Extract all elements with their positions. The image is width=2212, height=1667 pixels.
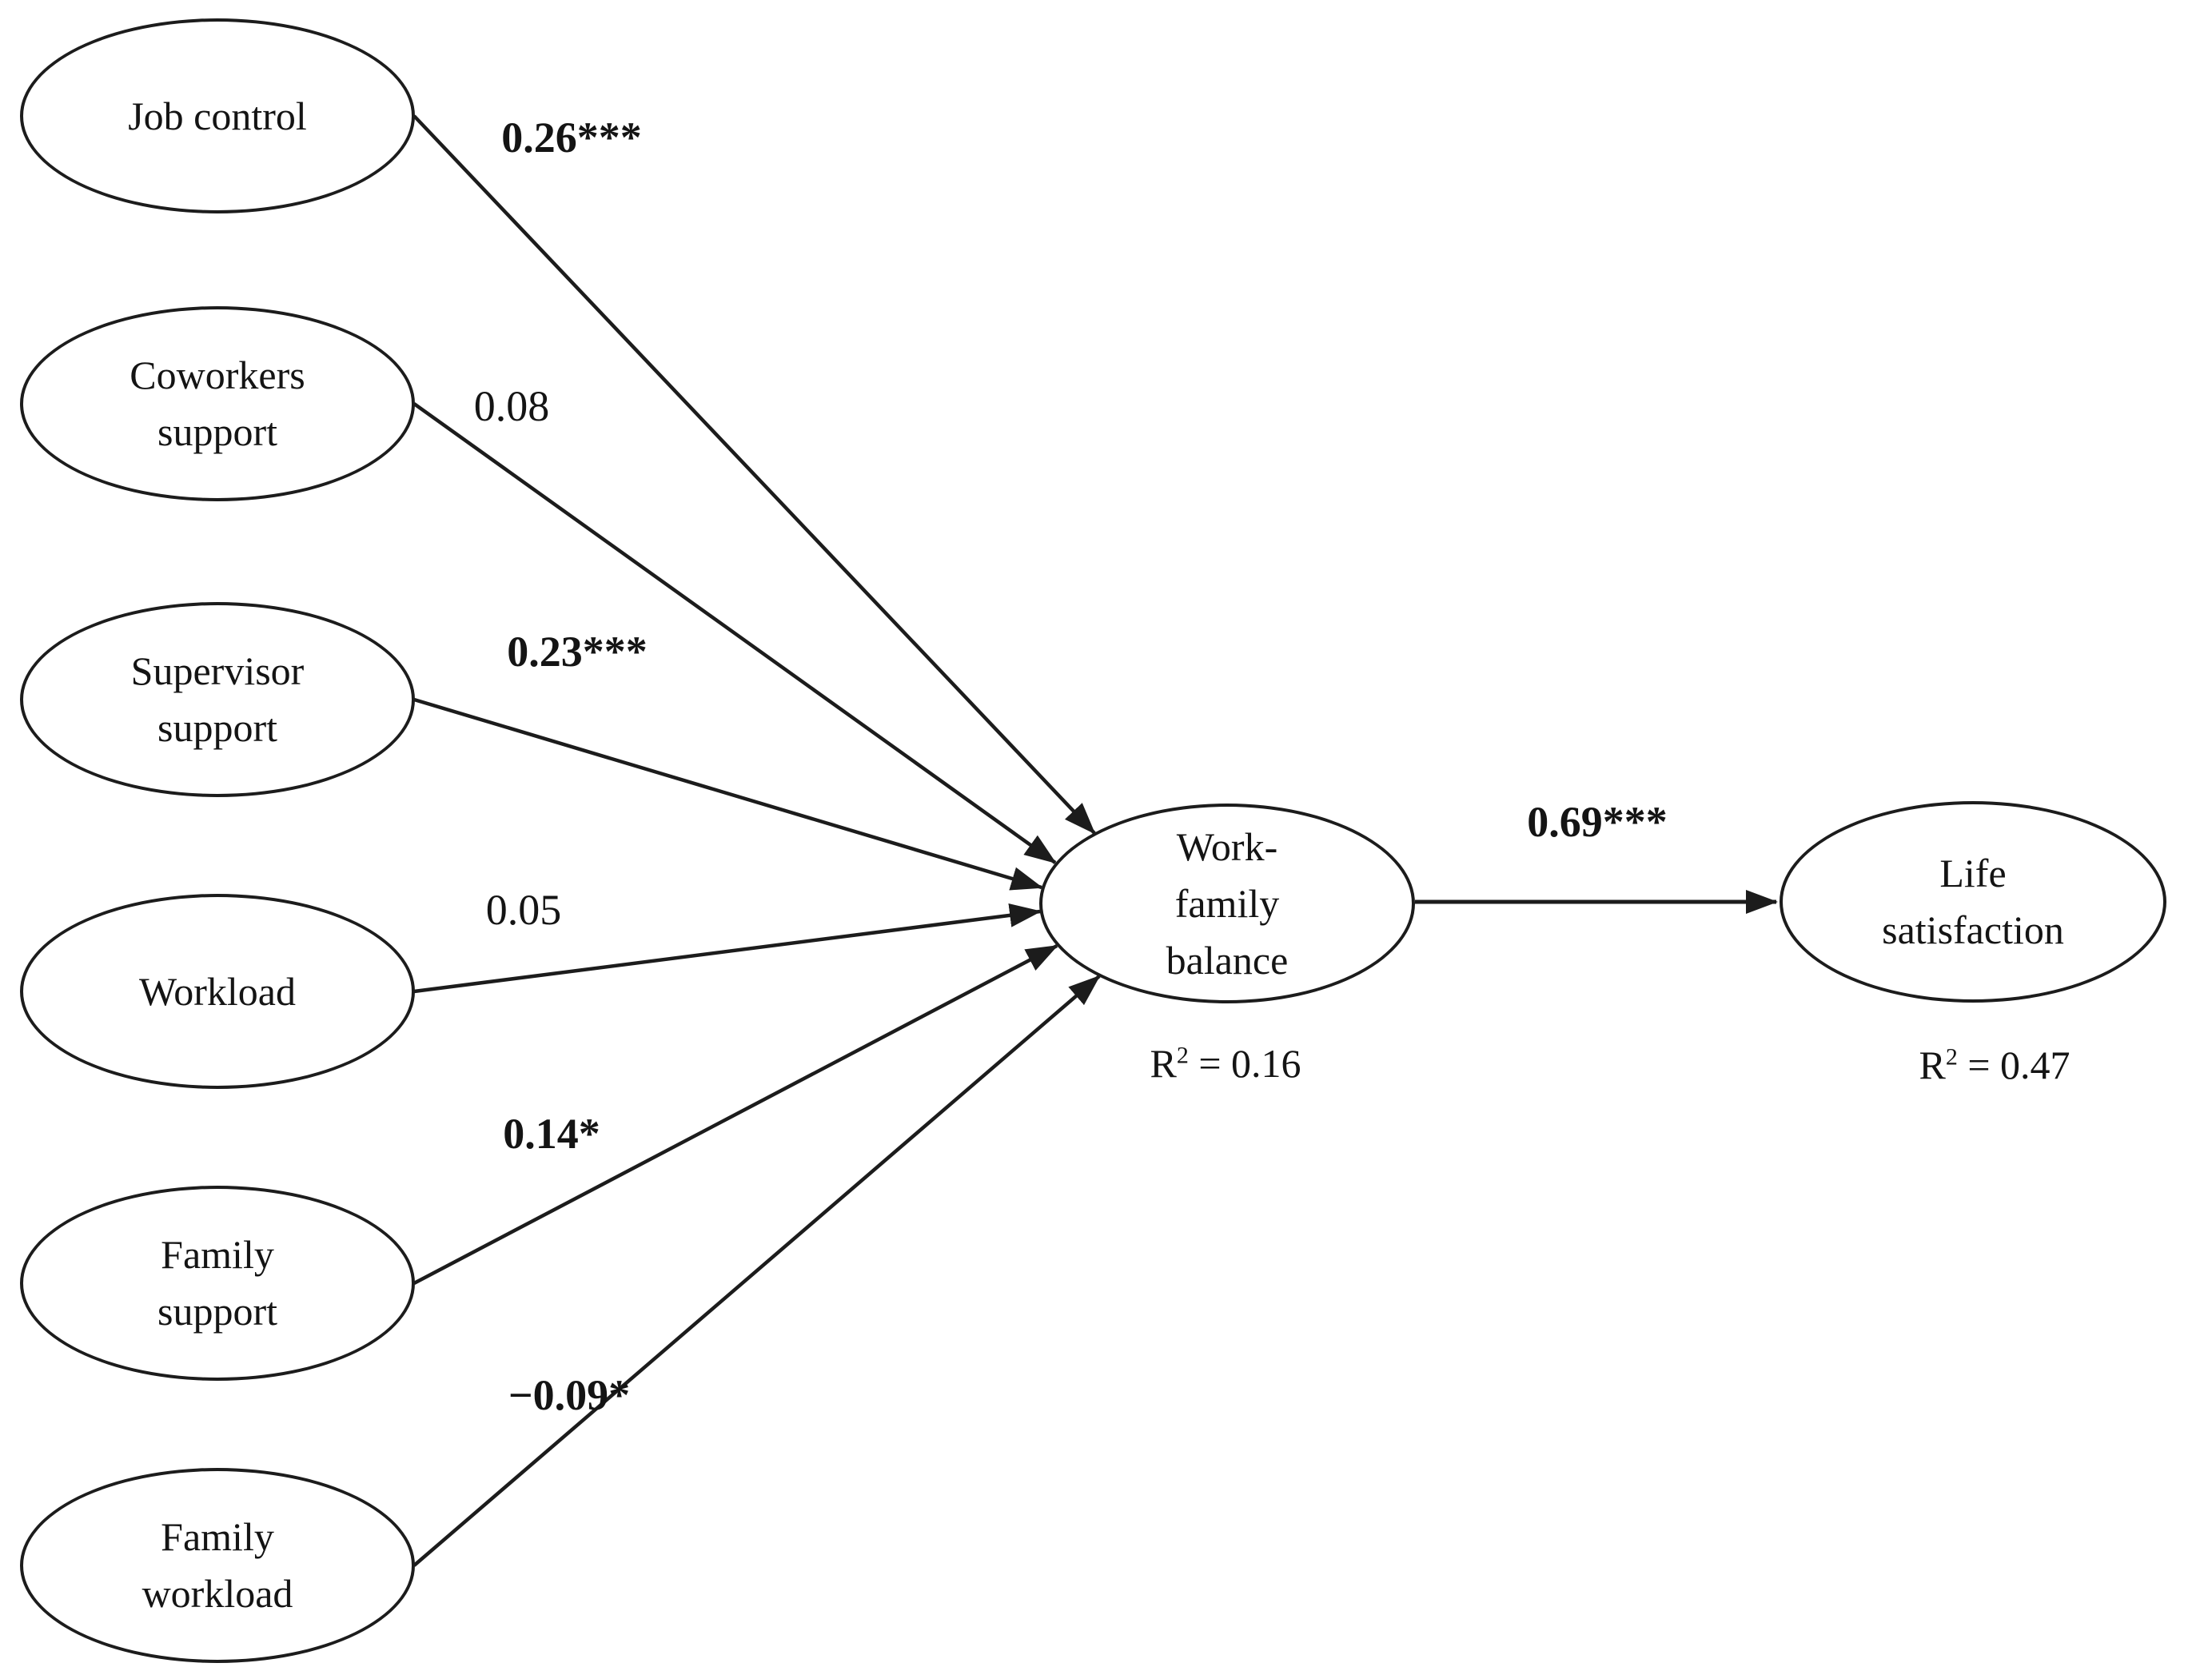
coef-family-support-to-wfb: 0.14* — [503, 1110, 600, 1158]
arrow-family-workload-to-wfb — [413, 975, 1101, 1567]
node-job-control: Job control — [20, 18, 415, 213]
arrow-family-support-to-wfb — [413, 944, 1058, 1285]
coef-supervisor-support-to-wfb: 0.23*** — [507, 628, 648, 676]
node-family-support-label: Family support — [157, 1232, 277, 1334]
node-family-workload: Family workload — [20, 1468, 415, 1663]
node-workload-label: Workload — [139, 968, 296, 1014]
node-work-family-balance: Work- family balance — [1039, 804, 1415, 1003]
node-work-family-balance-label: Work- family balance — [1166, 824, 1289, 983]
arrow-workload-to-wfb — [413, 903, 1042, 994]
node-workload: Workload — [20, 894, 415, 1089]
arrow-supervisor-support-to-wfb — [413, 697, 1043, 891]
coef-coworkers-support-to-wfb: 0.08 — [473, 382, 550, 430]
r-squared-base: R — [1919, 1043, 1946, 1087]
node-family-workload-label: Family workload — [141, 1514, 293, 1616]
node-supervisor-support: Supervisor support — [20, 602, 415, 797]
node-life-satisfaction: Life satisfaction — [1780, 801, 2166, 1003]
coef-job-control-to-wfb: 0.26*** — [501, 114, 642, 162]
r-squared-base: R — [1150, 1041, 1177, 1086]
node-coworkers-support-label: Coworkers support — [130, 353, 305, 454]
coef-wfb-to-life-satisfaction: 0.69*** — [1527, 798, 1668, 846]
r-squared-value: = 0.47 — [1957, 1043, 2071, 1087]
coef-family-workload-to-wfb: −0.09* — [508, 1371, 631, 1419]
coef-workload-to-wfb: 0.05 — [485, 886, 562, 934]
r-squared-life-satisfaction: R2 = 0.47 — [1919, 1042, 2070, 1088]
r-squared-superscript: 2 — [1945, 1043, 1958, 1071]
node-job-control-label: Job control — [128, 93, 307, 138]
node-life-satisfaction-label: Life satisfaction — [1882, 851, 2064, 952]
node-family-support: Family support — [20, 1186, 415, 1381]
node-coworkers-support: Coworkers support — [20, 306, 415, 501]
r-squared-value: = 0.16 — [1188, 1041, 1301, 1086]
arrow-job-control-to-wfb — [413, 114, 1096, 835]
node-supervisor-support-label: Supervisor support — [130, 648, 305, 750]
r-squared-superscript: 2 — [1176, 1042, 1189, 1069]
arrow-coworkers-support-to-wfb — [413, 402, 1057, 864]
r-squared-work-family-balance: R2 = 0.16 — [1150, 1040, 1301, 1087]
